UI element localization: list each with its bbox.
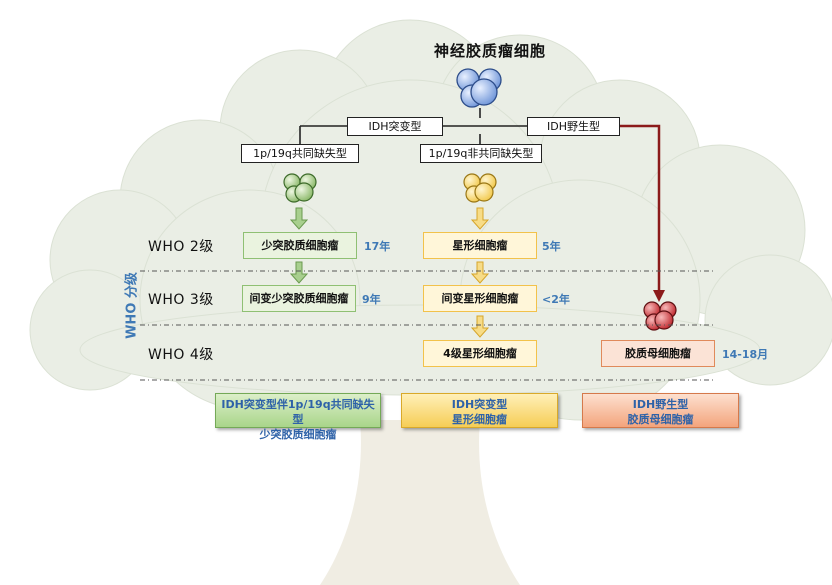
summary-yellow-line1: IDH突变型 (451, 398, 508, 411)
red-branch-arrow (620, 124, 665, 302)
non-codeletion-label: 1p/19q非共同缺失型 (420, 144, 542, 163)
anaplastic-oligodendroglioma-box: 间变少突胶质细胞瘤 (242, 285, 356, 312)
yellow-arrows (470, 207, 490, 338)
survival-astro-g2: 5年 (542, 240, 561, 253)
astrocytic-cell-icon (463, 173, 497, 203)
survival-astro-g3: <2年 (542, 293, 570, 306)
diagram-title: 神经胶质瘤细胞 (433, 42, 546, 60)
oligodendroglial-cell-icon (283, 173, 317, 203)
astrocytoma-box: 星形细胞瘤 (423, 232, 537, 259)
survival-oligo-g3: 9年 (362, 293, 381, 306)
summary-box-glioblastoma: IDH野生型 胶质母细胞瘤 (582, 393, 739, 428)
anaplastic-astrocytoma-box: 间变星形细胞瘤 (423, 285, 537, 312)
summary-orange-line2: 胶质母细胞瘤 (627, 413, 694, 426)
grade-2-label: WHO 2级 (148, 239, 214, 255)
survival-oligo-g2: 17年 (364, 240, 391, 253)
summary-box-astrocytoma: IDH突变型 星形细胞瘤 (401, 393, 558, 428)
summary-green-line1: IDH突变型伴1p/19q共同缺失型 (221, 398, 375, 426)
grade-3-label: WHO 3级 (148, 292, 214, 308)
idh-wildtype-label: IDH野生型 (527, 117, 620, 136)
summary-box-oligodendroglioma: IDH突变型伴1p/19q共同缺失型 少突胶质细胞瘤 (215, 393, 381, 441)
green-arrows (289, 207, 309, 284)
grade-4-label: WHO 4级 (148, 347, 214, 363)
grade-4-astrocytoma-box: 4级星形细胞瘤 (423, 340, 537, 367)
who-grade-axis-label: WHO 分级 (124, 272, 140, 339)
idh-mutant-label: IDH突变型 (347, 117, 443, 136)
glioma-cell-icon (456, 68, 502, 108)
tree-trunk (320, 420, 520, 585)
summary-orange-line1: IDH野生型 (632, 398, 689, 411)
survival-gbm: 14-18月 (722, 348, 769, 361)
summary-yellow-line2: 星形细胞瘤 (452, 413, 507, 426)
codeletion-label: 1p/19q共同缺失型 (241, 144, 359, 163)
oligodendroglioma-box: 少突胶质细胞瘤 (243, 232, 357, 259)
glioblastoma-box: 胶质母细胞瘤 (601, 340, 715, 367)
summary-green-line2: 少突胶质细胞瘤 (259, 428, 337, 441)
